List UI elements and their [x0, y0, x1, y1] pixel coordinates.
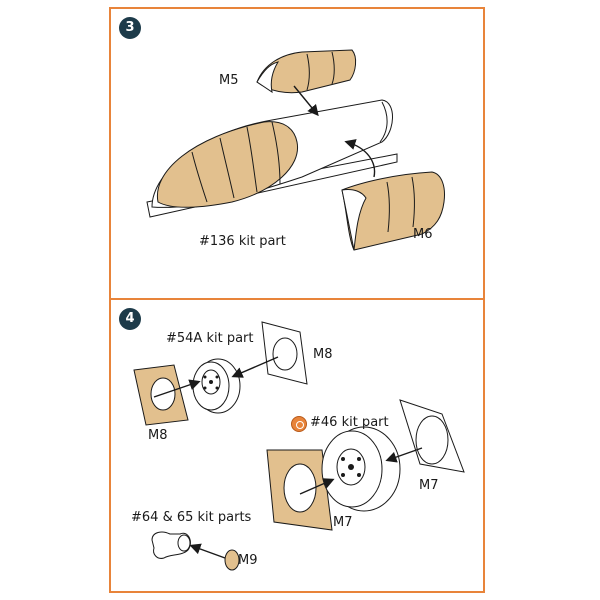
label-kit-46: #46 kit part	[310, 415, 389, 430]
step-3-panel: 3	[109, 7, 485, 300]
step-4-number: 4	[119, 308, 141, 330]
step-4-panel: 4	[109, 298, 485, 593]
tail-wheel-64-65	[151, 531, 191, 559]
arrow-m7-right	[385, 447, 423, 463]
arrow-m9	[189, 543, 226, 559]
arrow-m8-left	[153, 379, 201, 398]
small-wheel-54a	[192, 358, 241, 414]
label-kit-136: #136 kit part	[199, 234, 286, 249]
label-kit-64-65: #64 & 65 kit parts	[131, 510, 252, 525]
label-m8-top: M8	[313, 347, 333, 362]
large-wheel-46	[321, 426, 401, 512]
masking-option-icon	[291, 416, 307, 432]
arrow-m7-left	[299, 478, 335, 495]
mask-m9-shape	[224, 549, 240, 571]
arrow-m5	[293, 85, 319, 117]
label-m5: M5	[219, 73, 239, 88]
mask-m6-shape	[341, 171, 445, 251]
arrow-m6	[344, 139, 376, 178]
label-m8-left: M8	[148, 428, 168, 443]
label-m9: M9	[238, 553, 258, 568]
label-m7-left: M7	[333, 515, 353, 530]
wheels-diagram	[133, 321, 465, 571]
label-m6: M6	[413, 227, 433, 242]
front-canopy-mask	[156, 121, 299, 208]
step-3-number: 3	[119, 17, 141, 39]
canopy-diagram	[146, 49, 445, 251]
label-kit-54a: #54A kit part	[166, 331, 254, 346]
mask-m5-shape	[256, 49, 357, 94]
arrow-m8-top	[231, 356, 279, 378]
label-m7-right: M7	[419, 478, 439, 493]
